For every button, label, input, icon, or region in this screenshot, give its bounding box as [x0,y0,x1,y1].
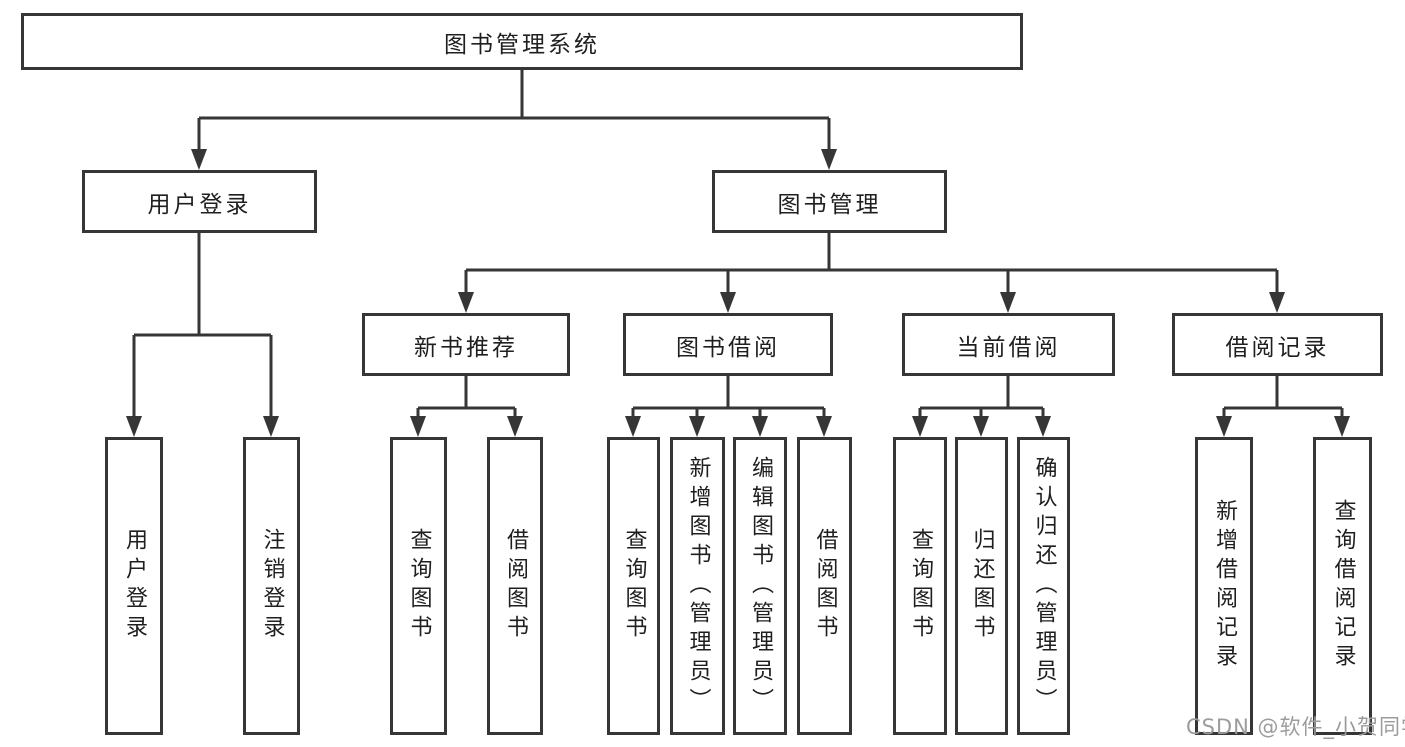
leaf-query-books-recommend: 查询图书 [390,437,447,735]
node-label: 归还图书 [969,528,995,644]
leaf-borrow-books-recommend: 借阅图书 [487,437,543,735]
node-label: 图书借阅 [676,334,780,361]
leaf-add-borrow-record: 新增借阅记录 [1195,437,1253,735]
node-label: 新增图书（管理员） [685,455,711,717]
node-label: 图书管理系统 [444,31,600,58]
node-book-borrowing: 图书借阅 [623,313,833,376]
node-label: 注销登录 [259,528,285,644]
leaf-query-borrow-record: 查询借阅记录 [1313,437,1372,735]
node-label: 查询图书 [621,528,647,644]
arrowheads [126,149,1350,437]
leaf-query-books-current: 查询图书 [893,437,947,735]
node-label: 用户登录 [122,528,147,644]
leaf-logout: 注销登录 [243,437,300,735]
node-label: 新书推荐 [414,334,518,361]
node-label: 图书管理 [777,191,882,218]
node-label: 查询图书 [406,528,432,644]
node-label: 查询图书 [908,528,933,644]
node-label: 查询借阅记录 [1330,499,1356,673]
node-current-borrowing: 当前借阅 [902,313,1115,376]
node-label: 借阅图书 [503,528,528,644]
leaf-user-login: 用户登录 [105,437,163,735]
node-book-management: 图书管理 [712,170,947,233]
leaf-add-books-admin: 新增图书（管理员） [670,437,725,735]
node-label: 确认归还（管理员） [1031,455,1057,717]
node-user-login: 用户登录 [82,170,317,233]
leaf-return-books: 归还图书 [955,437,1008,735]
node-label: 当前借阅 [956,334,1061,361]
node-label: 用户登录 [147,191,252,218]
leaf-edit-books-admin: 编辑图书（管理员） [733,437,787,735]
csdn-watermark: CSDN @软件_小贺同学 [1186,715,1405,739]
leaf-borrow-books: 借阅图书 [797,437,852,735]
node-label: 新增借阅记录 [1212,499,1237,673]
node-label: 借阅图书 [812,528,838,644]
leaf-confirm-return-admin: 确认归还（管理员） [1017,437,1070,735]
leaf-query-books-borrowing: 查询图书 [607,437,660,735]
node-new-book-recommend: 新书推荐 [362,313,570,376]
node-borrowing-records: 借阅记录 [1172,313,1383,376]
node-label: 编辑图书（管理员） [748,455,773,717]
node-label: 借阅记录 [1225,334,1330,361]
node-library-management-system: 图书管理系统 [21,13,1023,70]
